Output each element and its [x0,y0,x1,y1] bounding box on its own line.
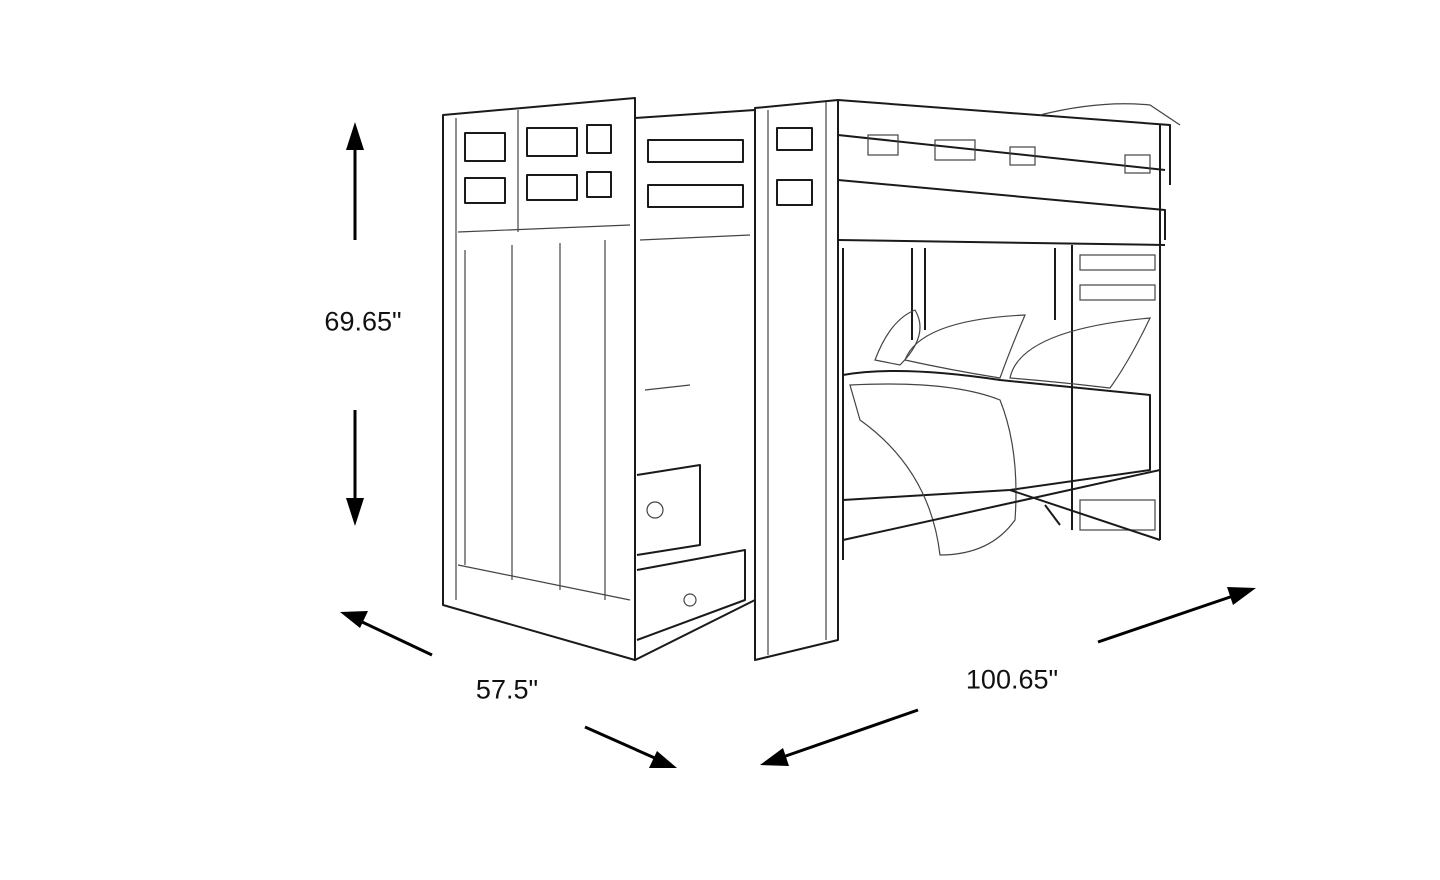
bunk-bed-illustration [442,97,1181,661]
width-arrow [760,587,1256,766]
height-label: 69.65" [324,306,402,337]
height-arrow [346,122,364,526]
width-label: 100.65" [965,664,1059,695]
depth-label: 57.5" [475,674,539,705]
depth-arrow [340,611,677,768]
